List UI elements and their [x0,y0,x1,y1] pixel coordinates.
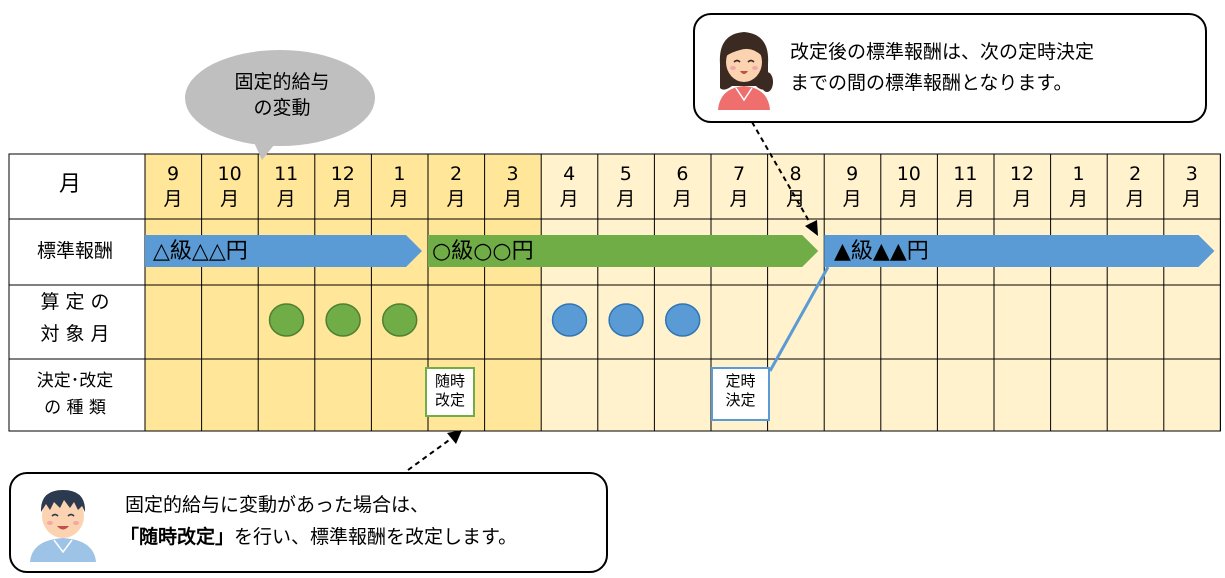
band-label-3: ▲級▲▲円 [834,239,929,264]
month-number: 8 [789,163,802,185]
row-label-target-month-2: 対 象 月 [40,323,110,345]
month-unit: 月 [616,188,636,210]
row-label-standard-pay: 標準報酬 [36,240,113,262]
month-unit: 月 [389,188,409,210]
target-month-dot-green [381,303,418,337]
month-unit: 月 [163,188,183,210]
column-fill [1163,154,1221,431]
column-fill [654,154,711,431]
month-number: 10 [896,163,921,185]
month-number: 6 [676,163,689,185]
column-fill [937,154,994,431]
column-fill [880,154,938,431]
row-label-target-month-1: 算 定 の [40,291,110,313]
column-fill [597,154,655,431]
callout-bottom-line1: 固定的給与に変動があった場合は、 [125,494,430,516]
month-unit: 月 [786,188,806,210]
month-unit: 月 [1012,188,1032,210]
column-fill [541,154,598,431]
column-fill [371,154,428,431]
month-unit: 月 [1125,188,1145,210]
month-number: 1 [393,163,406,185]
month-unit: 月 [729,188,749,210]
type-occasional-line2: 改定 [434,391,465,409]
column-fill [145,154,202,431]
type-regular-line2: 決定 [725,391,756,409]
month-number: 5 [619,163,632,185]
regular-decision-connector [768,266,830,372]
target-month-dot-blue [664,303,701,337]
month-number: 2 [449,163,463,185]
month-unit: 月 [276,188,296,210]
month-number: 7 [732,163,746,185]
callout-bottom-line2-rest: を行い、標準報酬を改定します。 [234,526,518,548]
column-fill [994,154,1051,431]
month-number: 2 [1129,163,1142,185]
callout-top-arrowhead [805,220,818,236]
row-label-decision-type-1: 決定･改定 [36,371,114,391]
speech-bubble-line2: の変動 [253,97,311,119]
month-unit: 月 [220,188,240,210]
callout-bottom [9,472,608,573]
column-fill [824,154,881,431]
column-fill [1050,154,1108,431]
callout-top-pointer [751,121,814,229]
month-unit: 月 [503,188,523,210]
type-box-regular-decision: 定時 決定 [711,367,770,421]
month-unit: 月 [672,188,692,210]
column-fill [484,154,542,431]
month-number: 4 [563,163,576,185]
month-unit: 月 [842,188,862,210]
month-number: 11 [953,163,978,185]
speech-bubble-line1: 固定的給与 [234,71,330,93]
callout-bottom-arrowhead [447,430,462,444]
band-arrow [145,235,422,267]
target-month-dot-blue [551,303,588,337]
target-month-dot-green [268,303,305,337]
month-unit: 月 [899,188,919,210]
month-unit: 月 [446,188,466,210]
month-number: 11 [274,163,299,185]
month-number: 9 [166,163,180,185]
column-fill [1107,154,1164,431]
month-number: 10 [217,163,242,185]
month-number: 12 [330,163,355,185]
callout-top-line2: までの間の標準報酬となります。 [790,72,1073,94]
month-number: 12 [1009,163,1035,185]
month-number: 1 [1072,163,1085,185]
callout-bottom-emphasis: 「随時改定」 [120,526,235,548]
month-unit: 月 [955,188,975,210]
speech-bubble [185,50,375,160]
column-fill [258,154,315,431]
man-avatar-icon [30,490,96,562]
band-arrow [824,235,1215,267]
callout-top-line1: 改定後の標準報酬は、次の定時決定 [790,41,1095,63]
woman-avatar-icon [718,32,773,110]
month-number: 9 [846,163,859,185]
band-label-1: △級△△円 [153,239,248,264]
target-month-dot-green [325,303,361,337]
month-number: 3 [506,163,519,185]
month-header-label: 月 [58,172,81,197]
row-label-decision-type-2: の 種 類 [44,398,106,418]
band-arrow [428,235,819,267]
month-unit: 月 [1182,188,1202,210]
month-unit: 月 [559,188,579,210]
type-box-occasional-revision: 随時 改定 [425,367,475,417]
callout-bottom-pointer [407,437,453,471]
type-occasional-line1: 随時 [434,372,465,390]
column-fill [314,154,372,431]
type-regular-line1: 定時 [725,372,756,390]
column-fill [201,154,259,431]
month-number: 3 [1185,163,1198,185]
callout-bottom-line2: 「随時改定」を行い、標準報酬を改定します。 [120,524,517,550]
callout-top [693,13,1207,123]
month-unit: 月 [1069,188,1089,210]
band-label-2: ○級○○円 [432,239,534,264]
month-unit: 月 [333,188,353,210]
target-month-dot-blue [608,303,644,337]
